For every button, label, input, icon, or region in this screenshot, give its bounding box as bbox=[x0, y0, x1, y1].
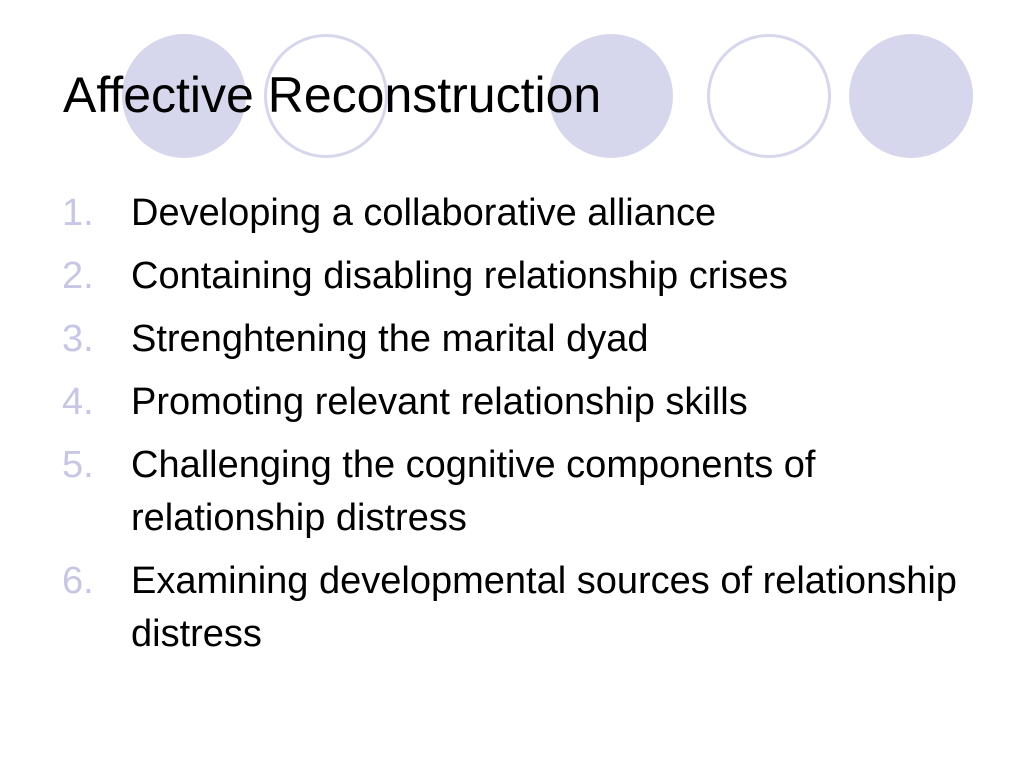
decorative-circle-filled-1 bbox=[122, 34, 246, 158]
list-item-text: Challenging the cognitive components of … bbox=[131, 444, 816, 539]
decorative-circle-filled-3 bbox=[849, 34, 973, 158]
list-item-text: Strenghtening the marital dyad bbox=[131, 318, 649, 360]
slide-title: Affective Reconstruction bbox=[63, 67, 602, 123]
list-item: 6. Examining developmental sources of re… bbox=[62, 555, 992, 661]
list-item-text: Examining developmental sources of relat… bbox=[131, 560, 957, 655]
list-item-number: 6. bbox=[62, 560, 94, 602]
list-item-number: 4. bbox=[62, 381, 94, 423]
list-item-text: Developing a collaborative alliance bbox=[131, 192, 717, 234]
list-item: 2. Containing disabling relationship cri… bbox=[62, 250, 992, 303]
list-item-number: 1. bbox=[62, 192, 94, 234]
numbered-list: 1. Developing a collaborative alliance 2… bbox=[62, 187, 992, 671]
list-item-number: 3. bbox=[62, 318, 94, 360]
list-item-number: 5. bbox=[62, 444, 94, 486]
decorative-circle-filled-2 bbox=[549, 34, 673, 158]
list-item: 3. Strenghtening the marital dyad bbox=[62, 313, 992, 366]
list-item-text: Promoting relevant relationship skills bbox=[131, 381, 748, 423]
list-item: 5. Challenging the cognitive components … bbox=[62, 439, 992, 545]
decorative-circle-outline-2 bbox=[707, 34, 831, 158]
decorative-circle-outline-1 bbox=[264, 34, 388, 158]
list-item: 4. Promoting relevant relationship skill… bbox=[62, 376, 992, 429]
list-item-text: Containing disabling relationship crises bbox=[131, 255, 788, 297]
list-item-number: 2. bbox=[62, 255, 94, 297]
list-item: 1. Developing a collaborative alliance bbox=[62, 187, 992, 240]
